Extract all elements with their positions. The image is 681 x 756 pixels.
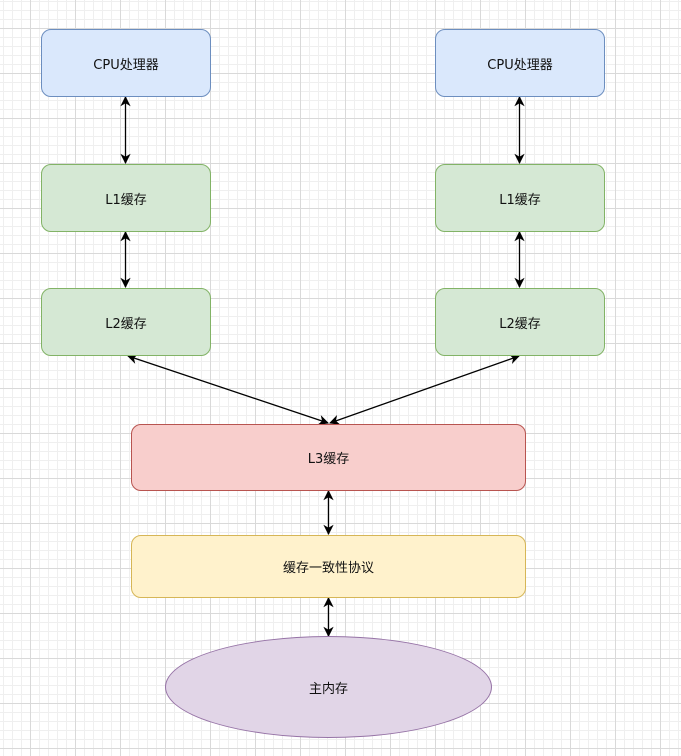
node-main-memory[interactable]: 主内存	[165, 636, 492, 738]
node-label: L1缓存	[105, 192, 147, 208]
edge-l2-right-l3[interactable]	[329, 354, 520, 425]
node-l1-left[interactable]: L1缓存	[41, 164, 211, 232]
node-cpu-right[interactable]: CPU处理器	[435, 29, 605, 97]
node-label: 缓存一致性协议	[282, 561, 374, 576]
node-coherence-protocol[interactable]: 缓存一致性协议	[131, 535, 526, 598]
node-label: L1缓存	[499, 192, 541, 208]
edge-l2-left-l3[interactable]	[127, 354, 329, 425]
node-l1-right[interactable]: L1缓存	[435, 164, 605, 232]
node-l3[interactable]: L3缓存	[131, 424, 526, 491]
node-l2-left[interactable]: L2缓存	[41, 288, 211, 356]
node-cpu-left[interactable]: CPU处理器	[41, 29, 211, 97]
node-label: L3缓存	[307, 452, 350, 467]
node-l2-right[interactable]: L2缓存	[435, 288, 605, 356]
node-label: CPU处理器	[487, 57, 553, 73]
node-label: 主内存	[308, 681, 348, 697]
node-label: L2缓存	[105, 316, 147, 332]
node-label: L2缓存	[499, 316, 541, 332]
node-label: CPU处理器	[93, 57, 159, 73]
